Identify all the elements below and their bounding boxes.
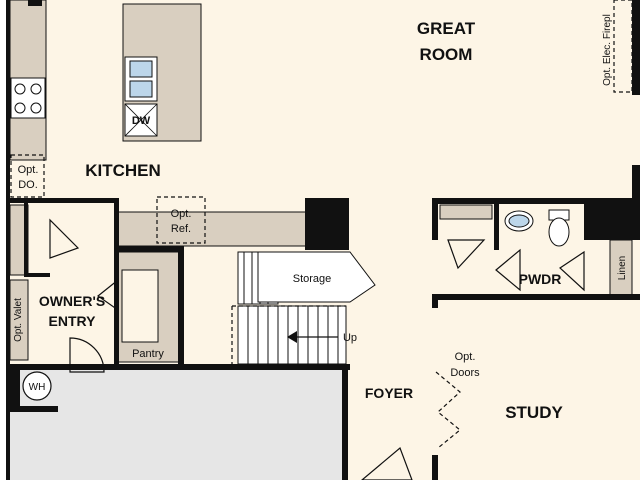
opt-doors-label-line2: Doors — [450, 367, 480, 379]
wall-garage-top — [6, 364, 350, 370]
wall-left — [6, 0, 10, 480]
owners-entry-label-line2: ENTRY — [49, 313, 97, 329]
wall-pantry-right — [178, 246, 184, 368]
powder-door — [495, 248, 521, 292]
wall-powder-block — [584, 198, 640, 240]
wall-owner-closet-b — [24, 273, 50, 277]
pantry-interior — [121, 269, 159, 343]
storage-label: Storage — [293, 273, 332, 285]
kitchen-label: KITCHEN — [85, 161, 161, 180]
wall-kitchen-entry — [6, 198, 118, 203]
wall-upper-block — [305, 198, 349, 250]
dishwasher-icon: DW — [124, 103, 158, 137]
powder-label: PWDR — [519, 271, 562, 287]
opt-valet-label: Opt. Valet — [13, 298, 24, 342]
toilet-icon — [548, 209, 570, 247]
opt-ref-label-line2: Ref. — [171, 223, 191, 235]
back-counter — [117, 211, 309, 247]
opt-fireplace-label: Opt. Elec. Firepl — [602, 14, 613, 86]
great-room-label-line1: GREAT — [417, 19, 476, 38]
wall-powder-divider — [494, 204, 499, 250]
powder-closet-door — [447, 239, 486, 270]
opt-refrigerator-outline — [156, 196, 206, 244]
floor-foyer — [345, 300, 440, 480]
opt-doors-label-line1: Opt. — [455, 351, 476, 363]
floor-study — [438, 298, 640, 480]
wall-study-left — [432, 294, 438, 308]
dishwasher-label: DW — [132, 115, 151, 127]
opt-double-oven-outline — [10, 154, 45, 198]
wall-pantry-top — [114, 246, 184, 252]
wall-study-top — [432, 294, 640, 300]
pantry-label: Pantry — [132, 348, 164, 360]
cooktop-icon — [10, 77, 46, 119]
wall-owner-closet — [24, 203, 28, 275]
linen-label: Linen — [617, 256, 628, 280]
study-label: STUDY — [505, 403, 563, 422]
front-door — [361, 446, 413, 480]
stairs-up-label: Up — [343, 332, 357, 344]
wall-entry-pantry — [114, 198, 119, 368]
owner-closet-door — [49, 218, 80, 259]
study-opt-doors — [435, 371, 461, 449]
foyer-label: FOYER — [365, 385, 413, 401]
opt-ref-label-line1: Opt. — [171, 208, 192, 220]
up-arrow-icon — [287, 331, 338, 343]
opt-fireplace-outline — [613, 0, 633, 93]
wall-wh-ledge — [6, 406, 58, 412]
wall-powder-left — [432, 198, 438, 240]
owner-entry-door — [69, 337, 105, 373]
wall-garage-right — [342, 364, 348, 480]
great-room-label-line2: ROOM — [420, 45, 473, 64]
wall-wh-block — [6, 368, 20, 412]
owners-entry-label-line1: OWNER'S — [39, 293, 105, 309]
wall-top-left — [28, 0, 42, 6]
pantry-door — [96, 278, 119, 312]
wall-right-mid — [632, 165, 640, 200]
powder-vanity — [439, 204, 493, 220]
sink-icon — [124, 56, 158, 102]
floor-great-room-kitchen — [8, 0, 640, 205]
opt-do-label-line1: Opt. — [18, 164, 39, 176]
wall-powder-top — [432, 198, 640, 204]
powder-sink-icon — [504, 210, 534, 232]
opt-do-label-line2: DO. — [18, 179, 38, 191]
water-heater-label: WH — [29, 382, 46, 393]
linen-door — [559, 250, 585, 292]
wall-study-left-b — [432, 455, 438, 480]
water-heater-icon: WH — [22, 371, 52, 401]
storage-closet — [257, 251, 376, 303]
wall-right-top — [632, 0, 640, 95]
garage-area — [8, 368, 346, 480]
